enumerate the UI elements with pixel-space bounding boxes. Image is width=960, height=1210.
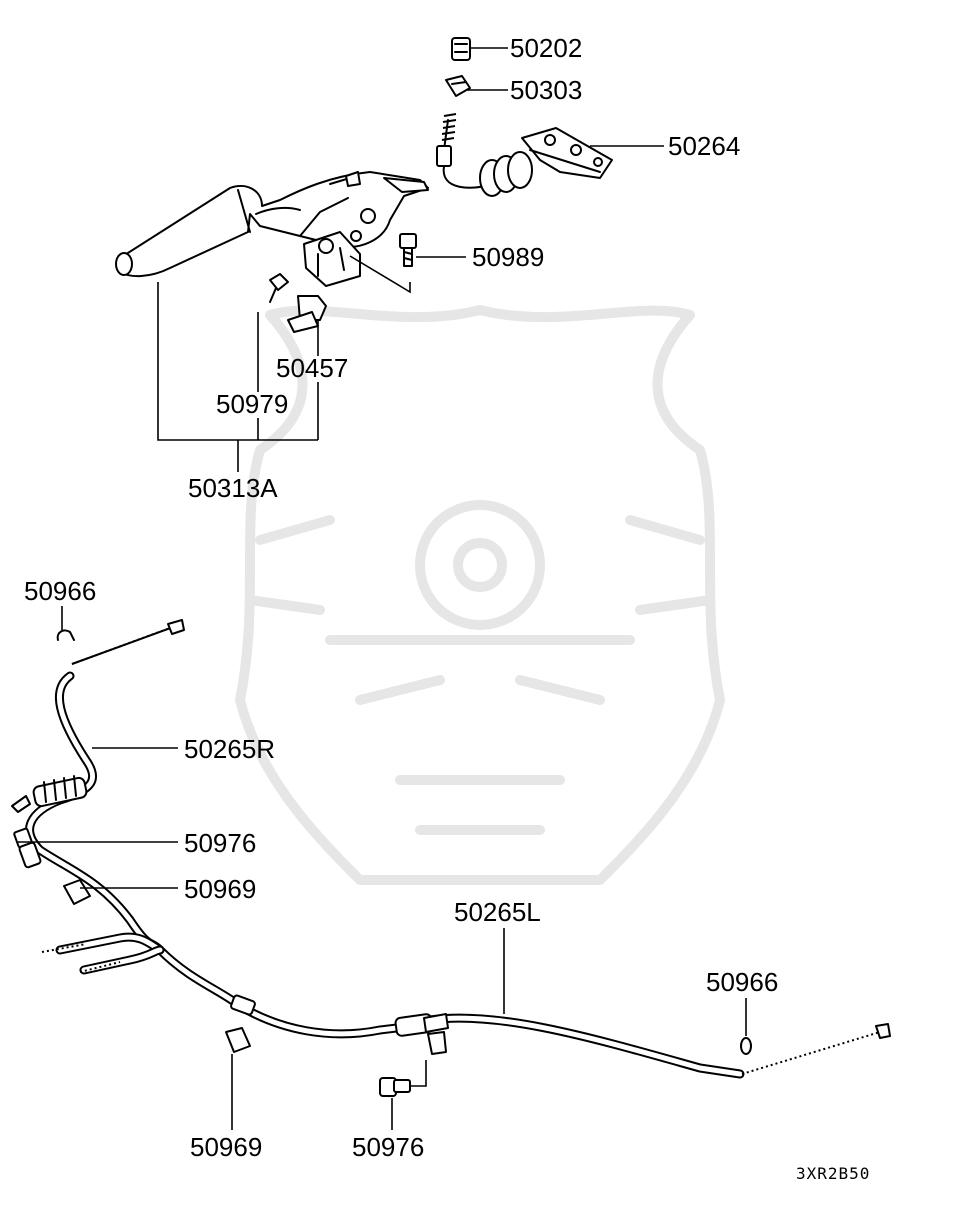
part-label-50265l: 50265L	[454, 897, 541, 927]
part-label-50202: 50202	[510, 33, 582, 63]
bolt-50979-part	[269, 273, 289, 303]
part-label-50976-lower: 50976	[352, 1132, 424, 1162]
watermark-emblem	[235, 305, 725, 885]
bolt-50976-lower-part	[379, 1060, 427, 1097]
equalizer-50264-part	[479, 127, 613, 197]
adjuster-50303-part	[445, 75, 471, 97]
part-label-50966-upper: 50966	[24, 576, 96, 606]
nut-50202-part	[451, 37, 471, 61]
part-label-50457: 50457	[276, 353, 348, 383]
part-label-50969-lower: 50969	[190, 1132, 262, 1162]
lever-bracket-part	[303, 231, 361, 287]
part-label-50313a: 50313A	[188, 473, 278, 503]
rear-cable-right-part	[11, 619, 435, 1039]
part-label-50976-upper: 50976	[184, 828, 256, 858]
upper-leader-lines	[157, 47, 664, 472]
part-label-50303: 50303	[510, 75, 582, 105]
lower-leader-lines	[18, 606, 747, 1130]
bracket-guide-line	[349, 255, 411, 294]
part-label-50966-lower: 50966	[706, 967, 778, 997]
rear-cable-left-part	[41, 932, 891, 1079]
clip-50969-lower-part	[225, 1027, 251, 1053]
part-label-50989: 50989	[472, 242, 544, 272]
brake-lever-part	[115, 171, 429, 278]
clip-50966-upper-part	[56, 629, 75, 641]
bolt-50976-upper-part	[13, 827, 42, 869]
part-label-50969-upper: 50969	[184, 874, 256, 904]
clip-50969-upper-part	[63, 879, 91, 905]
part-label-50264: 50264	[668, 131, 740, 161]
part-label-50979: 50979	[216, 389, 288, 419]
diagram-code: 3XR2B50	[796, 1164, 870, 1183]
part-label-50265r: 50265R	[184, 734, 275, 764]
clip-50966-lower-part	[740, 1037, 752, 1055]
bolt-50989-part	[399, 233, 417, 267]
switch-50457-part	[287, 295, 327, 333]
